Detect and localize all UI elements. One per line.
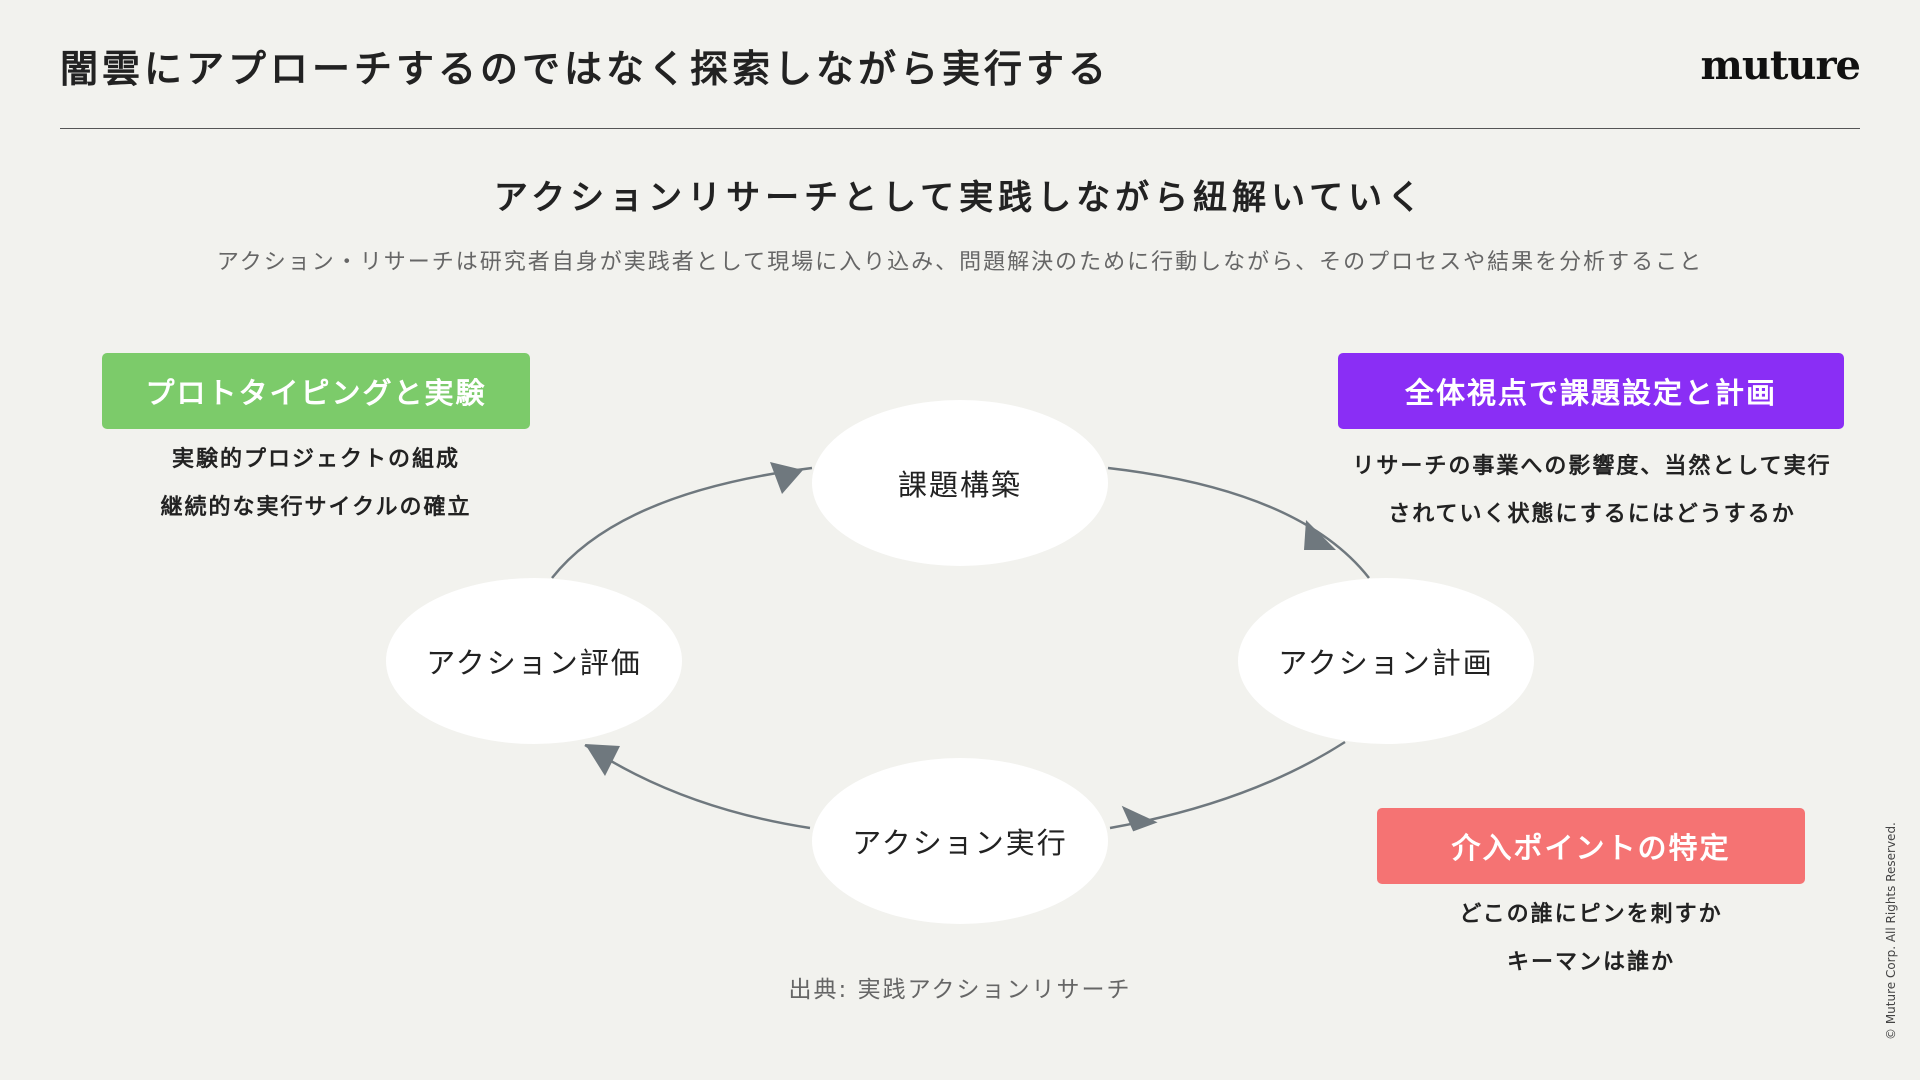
node-action-planning: アクション計画	[1238, 578, 1534, 744]
node-action-evaluation: アクション評価	[386, 578, 682, 744]
note-line: されていく状態にするにはどうするか	[1388, 502, 1796, 527]
copyright-notice: © Muture Corp. All Rights Reserved.	[1884, 822, 1898, 1040]
source-citation: 出典: 実践アクションリサーチ	[788, 977, 1132, 1003]
arrowhead-evaluation	[585, 744, 620, 776]
notes-prototyping: 実験的プロジェクトの組成 継続的な実行サイクルの確立	[66, 436, 566, 532]
node-problem-construction: 課題構築	[812, 400, 1108, 566]
node-action-execution: アクション実行	[812, 758, 1108, 924]
arrowhead-construction	[770, 462, 803, 494]
tag-intervention: 介入ポイントの特定	[1377, 808, 1805, 884]
tag-planning: 全体視点で課題設定と計画	[1338, 353, 1844, 429]
notes-intervention: どこの誰にピンを刺すか キーマンは誰か	[1341, 891, 1841, 987]
note-line: キーマンは誰か	[1506, 950, 1675, 975]
definition-text: アクション・リサーチは研究者自身が実践者として現場に入り込み、問題解決のために行…	[216, 250, 1704, 275]
notes-planning: リサーチの事業への影響度、当然として実行 されていく状態にするにはどうするか	[1300, 443, 1884, 539]
note-line: どこの誰にピンを刺すか	[1459, 902, 1723, 927]
arrow-construction-to-planning	[1107, 466, 1370, 579]
arrowhead-planning	[1304, 520, 1336, 550]
note-line: 継続的な実行サイクルの確立	[160, 495, 472, 520]
arrow-evaluation-to-construction	[551, 466, 813, 579]
note-line: リサーチの事業への影響度、当然として実行	[1352, 454, 1832, 479]
arrow-planning-to-execution	[1109, 740, 1346, 830]
tag-prototyping: プロトタイピングと実験	[102, 353, 530, 429]
arrowhead-execution	[1121, 805, 1158, 832]
header-divider	[60, 128, 1860, 129]
brand-logo: muture	[1700, 42, 1861, 89]
page-title: 闇雲にアプローチするのではなく探索しながら実行する	[60, 47, 1111, 91]
note-line: 実験的プロジェクトの組成	[171, 447, 460, 472]
section-heading: アクションリサーチとして実践しながら紐解いていく	[493, 178, 1427, 218]
arrow-execution-to-evaluation	[584, 743, 811, 830]
